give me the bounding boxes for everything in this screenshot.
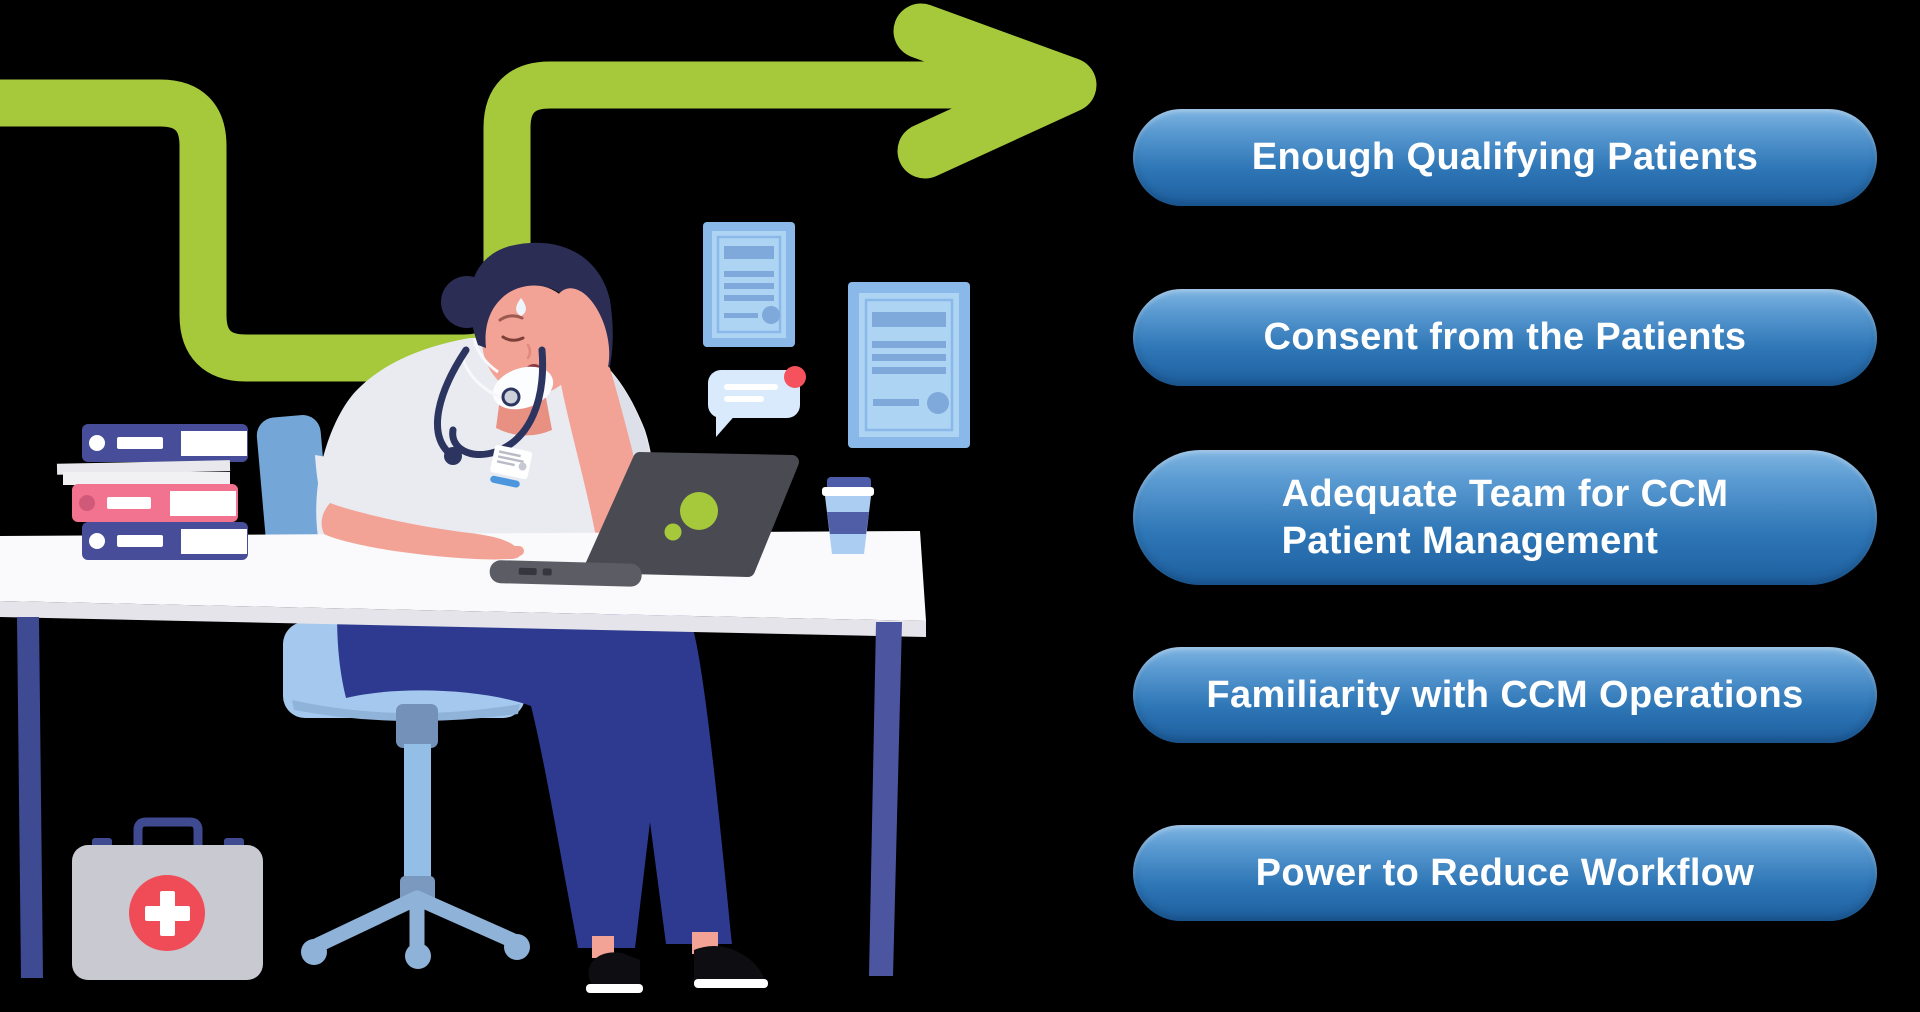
right-shoe <box>694 946 764 984</box>
hair-bun <box>441 276 493 328</box>
checklist-item-label: Consent from the Patients <box>1263 316 1747 358</box>
sweat-drop-icon <box>516 298 526 316</box>
checklist-item-label-line1: Adequate Team for CCM <box>1281 472 1729 515</box>
chat-bubble-icon <box>708 366 806 437</box>
certificate-large <box>848 282 970 448</box>
id-badge <box>490 444 533 488</box>
nose <box>526 343 532 360</box>
closed-eye <box>501 335 525 342</box>
first-aid-kit-icon <box>72 817 263 980</box>
laptop-logo-icon <box>680 492 718 530</box>
checklist-item-adequate-team-for-ccm: Adequate Team for CCM Patient Management <box>1133 450 1877 585</box>
checklist-item-label: Familiarity with CCM Operations <box>1206 673 1804 716</box>
eyebrow <box>498 314 524 322</box>
checklist-item-power-to-reduce-workflow: Power to Reduce Workflow <box>1133 825 1877 921</box>
checklist-item-label: Power to Reduce Workflow <box>1255 851 1755 894</box>
checklist-item-consent-from-the-patients: Consent from the Patients <box>1133 289 1877 386</box>
checklist-item-familiarity-with-ccm-operations: Familiarity with CCM Operations <box>1133 647 1877 743</box>
left-shoe <box>588 952 640 988</box>
laptop <box>489 452 799 587</box>
green-arrow <box>0 3 1097 382</box>
desk-leg-left <box>17 617 43 978</box>
doctor-legs <box>337 614 768 993</box>
checklist-item-label-line2: Patient Management <box>1281 519 1659 562</box>
checklist-item-label: Enough Qualifying Patients <box>1251 136 1759 178</box>
hair <box>469 242 613 413</box>
checklist-item-enough-qualifying-patients: Enough Qualifying Patients <box>1133 109 1877 206</box>
doctor-illustration <box>0 3 1097 993</box>
certificate-small <box>703 222 795 347</box>
doctor-left-arm <box>315 455 524 560</box>
notification-dot <box>784 366 806 388</box>
hand-on-face <box>550 288 610 388</box>
desk-leg-right <box>869 622 902 976</box>
coffee-cup-icon <box>822 477 874 554</box>
binder-stack <box>56 424 248 560</box>
arrowhead-icon <box>893 3 1097 179</box>
